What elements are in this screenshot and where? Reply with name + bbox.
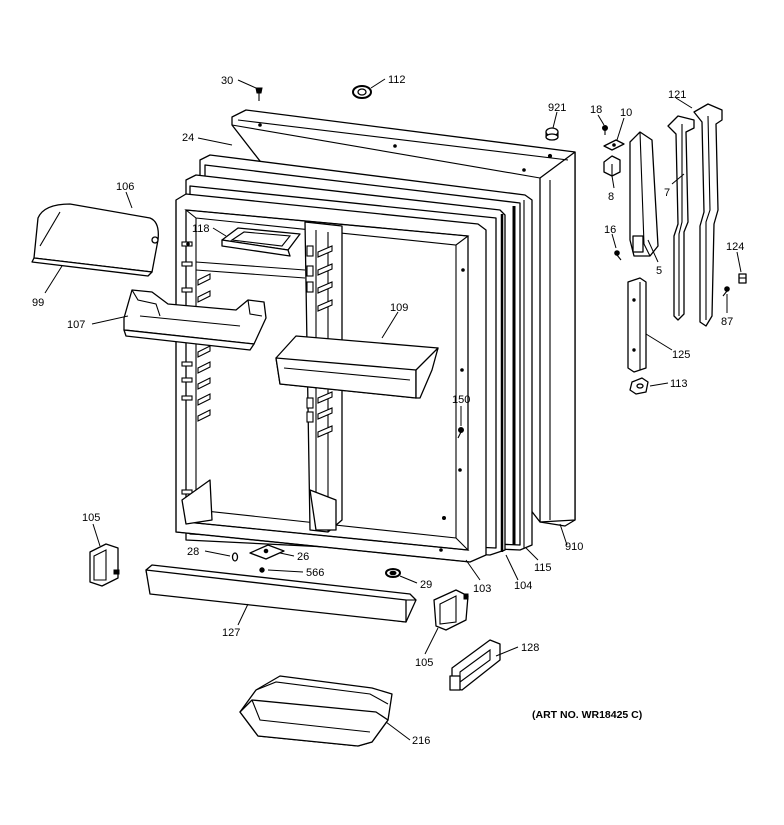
label-127: 127 [222,627,240,639]
label-24: 24 [182,132,194,144]
label-28: 28 [187,546,199,558]
part-121-handle-rail [693,103,723,327]
label-18: 18 [590,104,602,116]
part-10-cam [603,139,625,151]
part-109-door-bin [275,335,439,399]
label-107: 107 [67,319,85,331]
label-104: 104 [514,580,532,592]
label-150: 150 [452,394,470,406]
leader-lines [44,78,742,741]
part-87-screw [722,286,730,297]
part-29-plug [385,568,401,578]
label-103: 103 [473,583,491,595]
part-150-screw [457,427,464,439]
label-106: 106 [116,181,134,193]
label-109: 109 [390,302,408,314]
part-16-screw [614,250,622,261]
label-124: 124 [726,241,744,253]
label-87: 87 [721,316,733,328]
label-99: 99 [32,297,44,309]
part-7-handle [667,115,695,321]
part-127-bottom-trim [145,564,417,623]
part-105-right-bracket [433,589,469,631]
part-566-screw [259,567,265,573]
label-5: 5 [656,265,662,277]
part-5-hinge-bracket [629,131,659,257]
part-125-trim-strip [627,277,647,373]
label-30: 30 [221,75,233,87]
part-30-screw [255,87,263,101]
label-16: 16 [604,224,616,236]
label-29: 29 [420,579,432,591]
part-112-plug [352,85,372,99]
part-921-cap [545,127,559,141]
part-216-bottom-bin [239,675,393,747]
part-labels: 30 112 921 18 10 121 24 106 8 7 118 16 1… [32,74,744,747]
part-124-clip [738,273,747,284]
part-18-screw [602,125,608,135]
part-128-bin-support [449,639,501,691]
part-28-screw [231,552,239,562]
label-7: 7 [664,187,670,199]
part-8-stop-block [603,155,621,177]
part-113-grommet [629,377,649,395]
label-128: 128 [521,642,539,654]
art-number: (ART NO. WR18425 C) [532,709,642,721]
label-118: 118 [192,223,210,235]
part-107-door-shelf [123,289,267,351]
label-8: 8 [608,191,614,203]
liner-shelf-slots [181,241,333,495]
part-105-left-bracket [89,543,120,587]
label-216: 216 [412,735,430,747]
label-115: 115 [534,562,552,574]
label-125: 125 [672,349,690,361]
label-105-right: 105 [415,657,433,669]
label-566: 566 [306,567,324,579]
label-26: 26 [297,551,309,563]
label-113: 113 [670,378,688,390]
part-106-dairy-door [31,203,159,277]
label-105-left: 105 [82,512,100,524]
label-10: 10 [620,107,632,119]
part-26-hinge-plate [249,544,285,560]
label-121: 121 [668,89,686,101]
label-921: 921 [548,102,566,114]
label-910: 910 [565,541,583,553]
part-118-dairy-shelf [221,227,301,257]
label-112: 112 [388,74,406,86]
